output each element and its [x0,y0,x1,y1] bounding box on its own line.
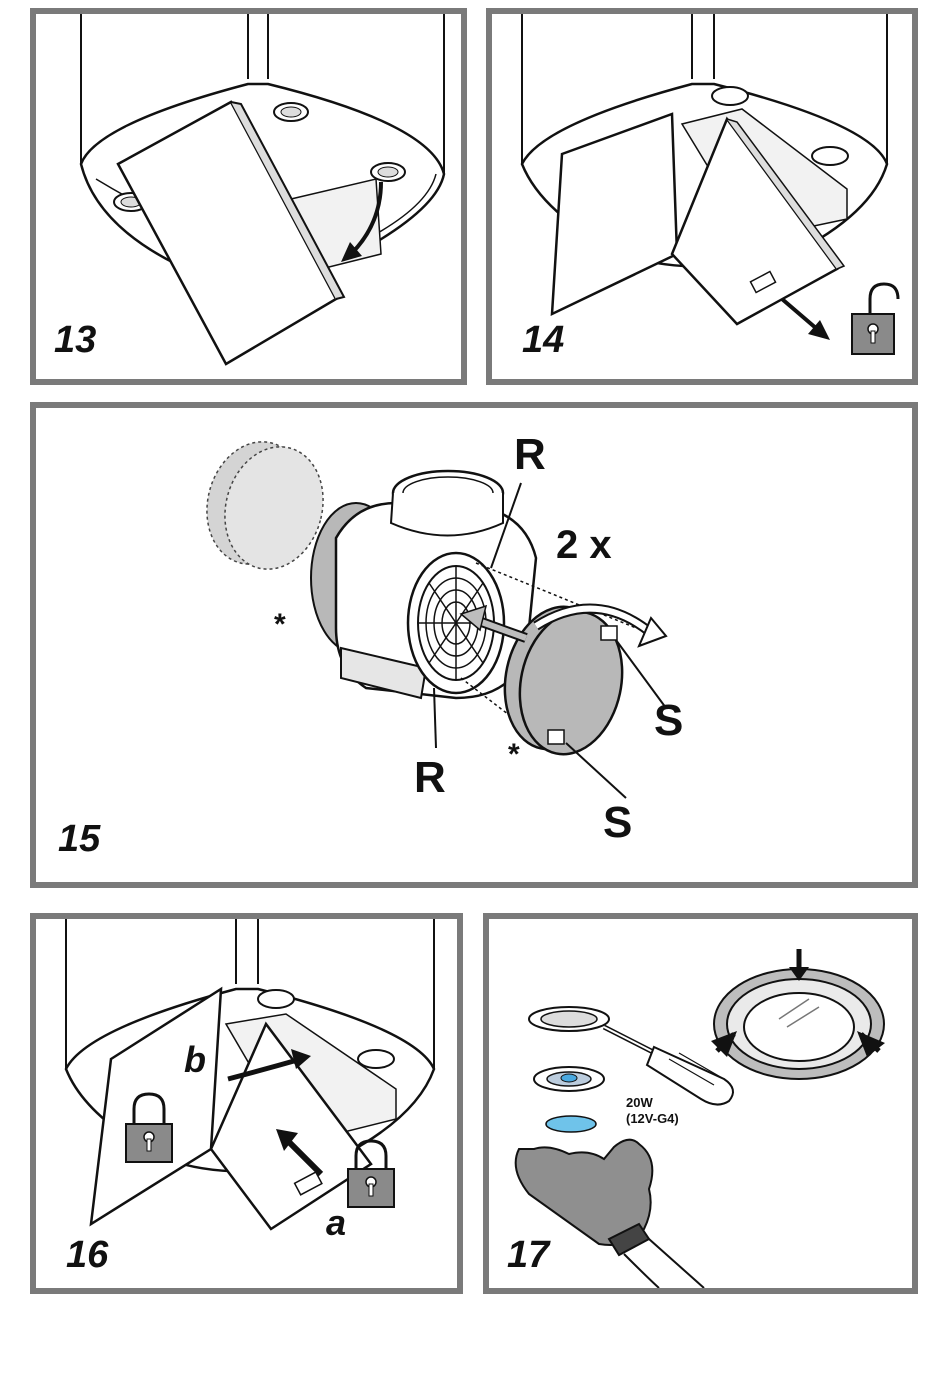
panel-step-16: b a 16 [30,913,463,1294]
panel-step-14: 14 [486,8,918,385]
label-b: b [184,1039,206,1081]
label-a: a [326,1202,346,1244]
motor-filter-illustration [36,408,912,882]
label-count: 2 x [556,523,612,568]
step-number: 15 [58,818,100,861]
hood-illustration-16 [36,919,457,1288]
panel-step-13: 13 [30,8,467,385]
step-number: 14 [522,319,564,362]
step-number: 17 [507,1234,549,1277]
label-r-bottom: R [414,753,446,803]
panel-step-17: 20W (12V-G4) 17 [483,913,918,1294]
label-s-right: S [654,696,683,746]
socket-label: (12V-G4) [626,1111,679,1126]
label-star-right: * [508,738,520,772]
step-number: 16 [66,1234,108,1277]
lamp-replacement-illustration [489,919,912,1288]
hood-illustration-13 [36,14,461,379]
step-number: 13 [54,319,96,362]
label-star-left: * [274,608,286,642]
label-r-top: R [514,430,546,480]
label-s-bottom: S [603,798,632,848]
panel-step-15: R 2 x S R S * * 15 [30,402,918,888]
wattage-label: 20W [626,1095,653,1110]
